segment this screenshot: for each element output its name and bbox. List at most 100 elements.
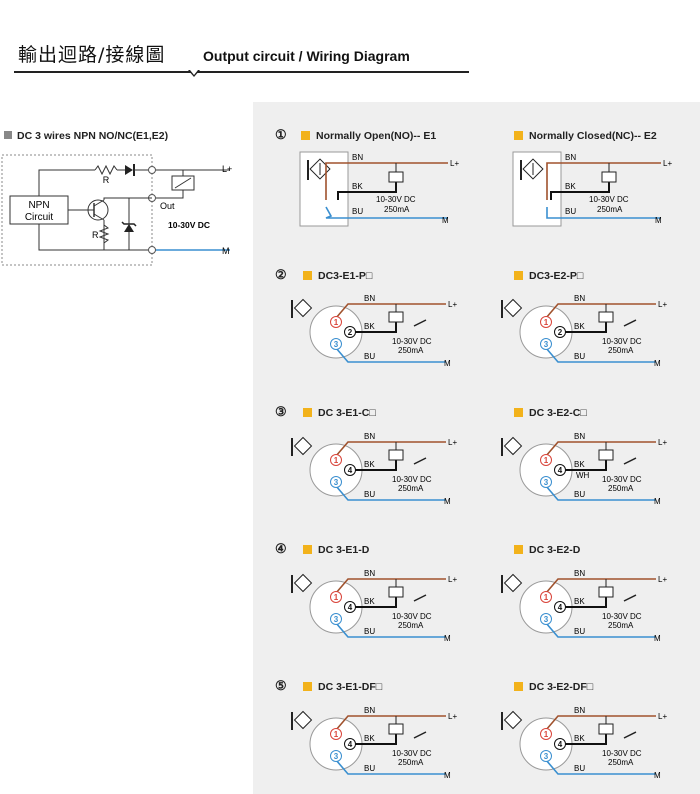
pin-circle xyxy=(344,464,356,476)
section-5-left-title: DC 3-E1-DF□ xyxy=(303,681,382,693)
proximity-sensor-icon xyxy=(293,573,313,593)
npn-label-1: NPN xyxy=(28,200,49,211)
bullet-orange-icon xyxy=(514,131,523,140)
label-voltage: 10-30V DC xyxy=(392,337,432,346)
label-bk: BK xyxy=(565,182,576,191)
bullet-orange-icon xyxy=(303,271,312,280)
pin-label: 3 xyxy=(334,615,339,624)
label-bn: BN xyxy=(574,706,585,715)
wire-collector xyxy=(103,197,152,200)
pin-label: 4 xyxy=(558,466,563,475)
label-voltage: 10-30V DC xyxy=(392,475,432,484)
pin-circle xyxy=(330,613,342,625)
pin-label: 3 xyxy=(334,340,339,349)
npn-circuit-box xyxy=(9,195,69,225)
label-m: M xyxy=(654,497,661,506)
bullet-orange-icon xyxy=(301,131,310,140)
transistor-emitter xyxy=(93,213,105,221)
pin-circle xyxy=(554,326,566,338)
proximity-sensor-icon xyxy=(293,298,313,318)
pin-circle xyxy=(540,316,552,328)
label-bu: BU xyxy=(565,207,576,216)
pin-circle xyxy=(554,464,566,476)
diode-icon xyxy=(125,165,133,175)
wire-bn xyxy=(545,715,656,731)
section-number-2: ② xyxy=(275,267,287,282)
relay-icon xyxy=(388,311,404,323)
section-number-4: ④ xyxy=(275,541,287,556)
pin-label: 1 xyxy=(544,730,549,739)
pin-circle xyxy=(540,476,552,488)
relay-icon xyxy=(388,171,404,183)
pin-label: 2 xyxy=(558,328,563,337)
wire-bn xyxy=(546,162,661,200)
npn-dashed-box xyxy=(1,154,153,266)
label-m: M xyxy=(655,216,662,225)
npn-circuit-diagram: NPN Circuit R L+ Out 10-30V DC R M xyxy=(1,154,232,266)
switch-icon xyxy=(623,457,637,465)
wire-bu xyxy=(545,347,656,363)
wire-bk xyxy=(550,182,610,200)
out-label: Out xyxy=(160,201,175,211)
m-label: M xyxy=(222,246,230,256)
label-bk: BK xyxy=(574,597,585,606)
bullet-orange-icon xyxy=(303,545,312,554)
left-heading: DC 3 wires NPN NO/NC(E1,E2) xyxy=(4,130,168,142)
label-voltage: 10-30V DC xyxy=(589,195,629,204)
wire-bn xyxy=(545,578,656,594)
pin-circle xyxy=(330,591,342,603)
wire-bk xyxy=(560,734,607,745)
section-5-right-title: DC 3-E2-DF□ xyxy=(514,681,593,693)
relay-icon xyxy=(598,311,614,323)
pin-circle xyxy=(540,613,552,625)
wire-bu xyxy=(335,485,446,501)
relay-icon xyxy=(388,586,404,598)
label-bn: BN xyxy=(574,294,585,303)
relay-icon xyxy=(598,723,614,735)
section-2-left-title-text: DC3-E1-P□ xyxy=(318,270,373,282)
pin-circle xyxy=(330,338,342,350)
proximity-sensor-icon xyxy=(503,436,523,456)
pin-circle xyxy=(540,591,552,603)
relay-icon xyxy=(601,171,617,183)
label-bk: BK xyxy=(364,597,375,606)
label-bu: BU xyxy=(574,627,585,636)
label-voltage: 10-30V DC xyxy=(602,612,642,621)
pin-label: 1 xyxy=(334,593,339,602)
label-current: 250mA xyxy=(398,621,424,630)
pin-label: 1 xyxy=(334,318,339,327)
label-current: 250mA xyxy=(398,758,424,767)
label-bk: BK xyxy=(364,322,375,331)
label-bu: BU xyxy=(574,490,585,499)
bullet-orange-icon xyxy=(514,545,523,554)
wire-bn xyxy=(335,578,446,594)
label-l-plus: L+ xyxy=(448,300,457,309)
wire-bk xyxy=(350,734,397,745)
pin-label: 3 xyxy=(544,615,549,624)
section-1-right-title-text: Normally Closed(NC)-- E2 xyxy=(529,130,657,142)
label-bk: BK xyxy=(364,734,375,743)
label-voltage: 10-30V DC xyxy=(602,337,642,346)
title-caret-inner xyxy=(190,70,198,75)
section-3-right-title-text: DC 3-E2-C□ xyxy=(529,407,587,419)
wire-bu xyxy=(545,759,656,775)
pin-circle xyxy=(344,738,356,750)
pin-label: 4 xyxy=(558,740,563,749)
wire-bn xyxy=(545,441,656,457)
wiring-diagram-1-left: BN L+ BU M BK 10-30V DC 250mA xyxy=(299,151,459,227)
label-bn: BN xyxy=(364,432,375,441)
pin-label: 1 xyxy=(334,456,339,465)
pin-label: 4 xyxy=(348,740,353,749)
label-bu: BU xyxy=(574,764,585,773)
pin-label: 4 xyxy=(348,603,353,612)
section-3-left-title-text: DC 3-E1-C□ xyxy=(318,407,376,419)
pin-label: 3 xyxy=(544,340,549,349)
pin-label: 3 xyxy=(334,752,339,761)
label-bn: BN xyxy=(364,294,375,303)
wire-bn xyxy=(335,715,446,731)
pin-label: 3 xyxy=(334,478,339,487)
